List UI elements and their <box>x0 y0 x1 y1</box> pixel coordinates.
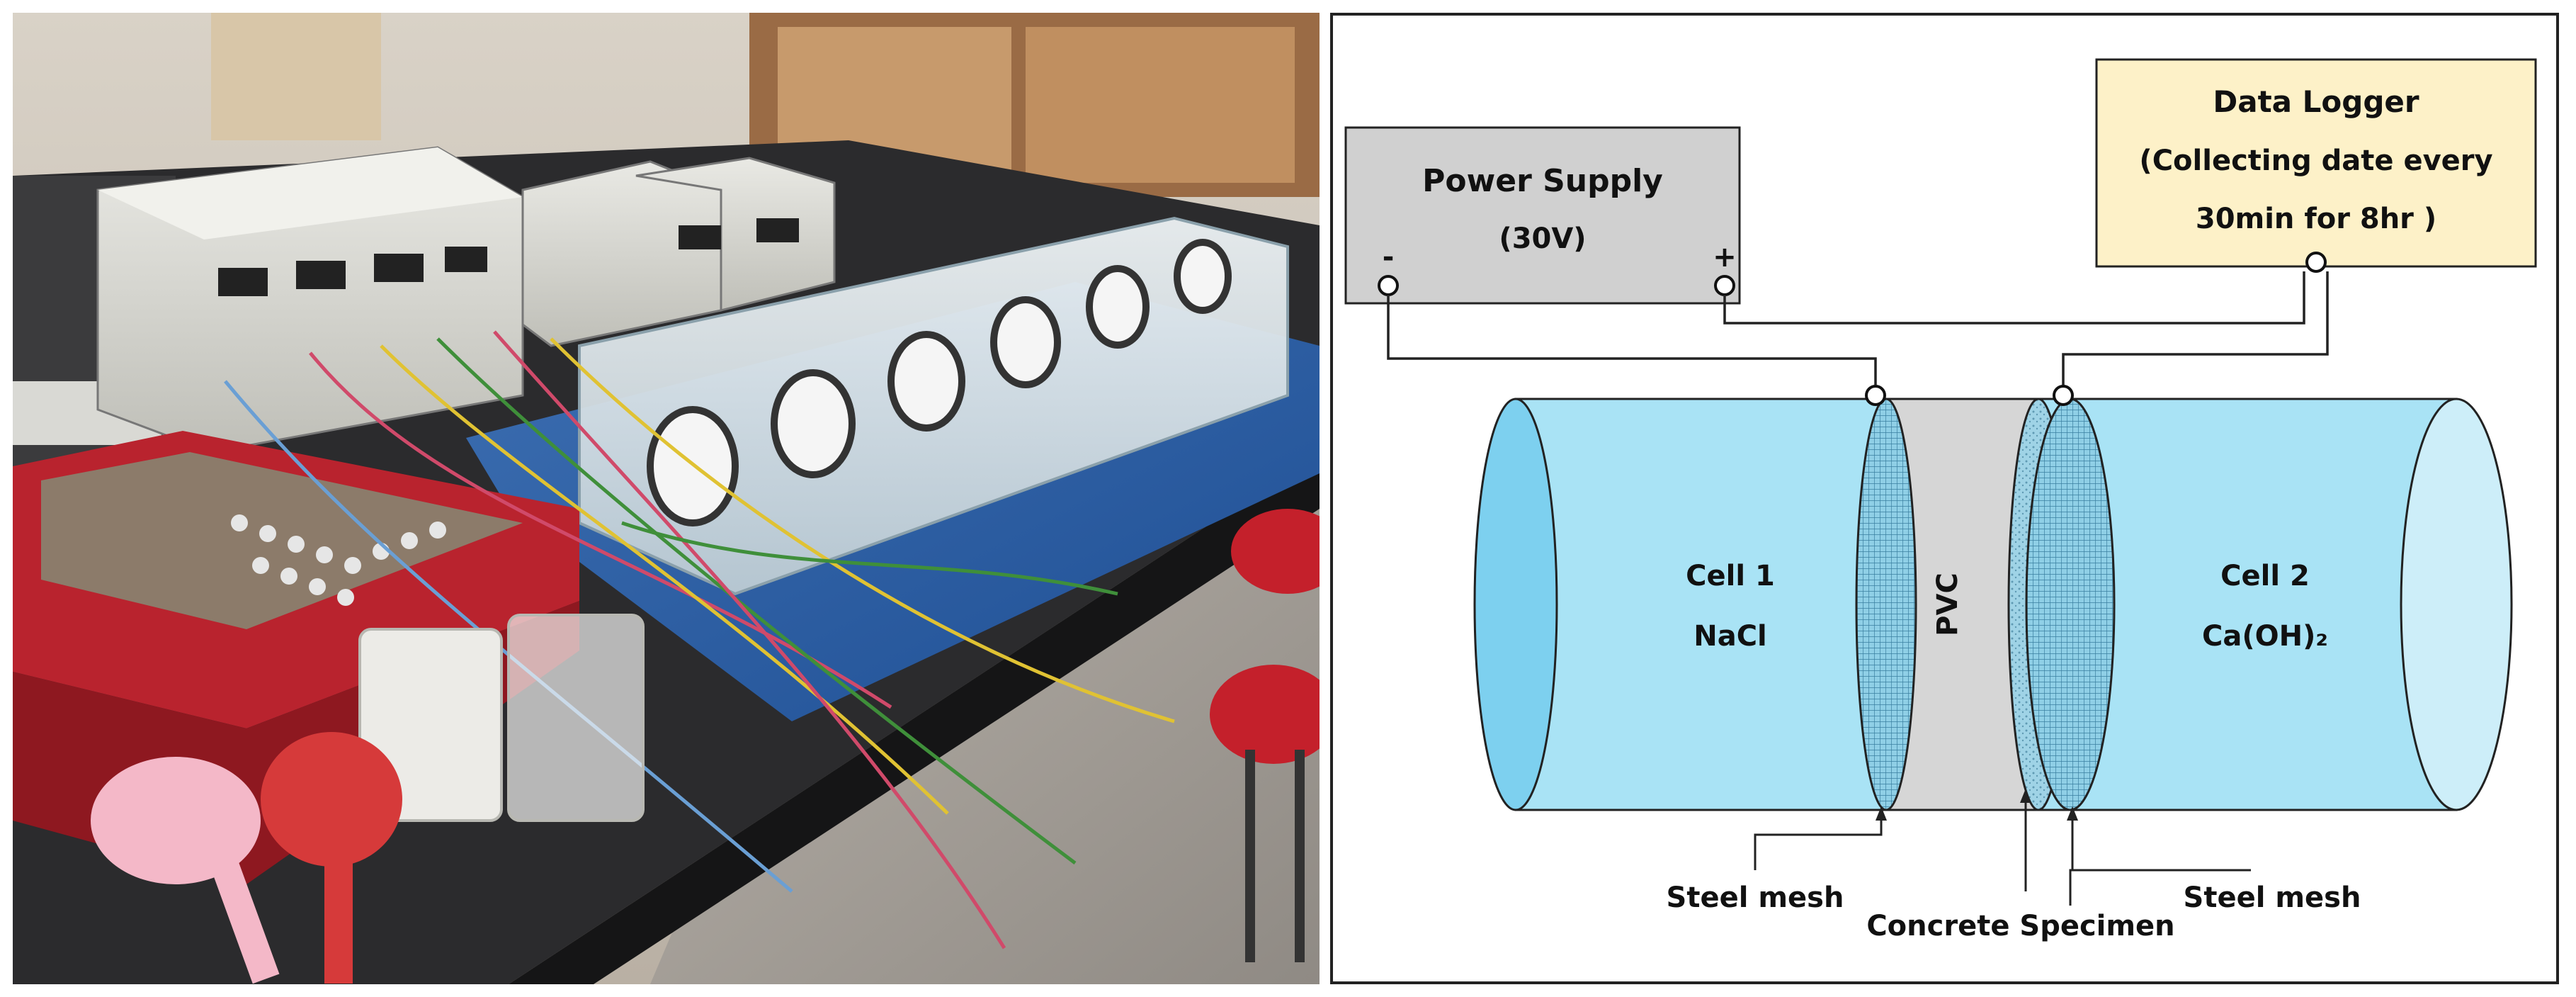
cell-1-end-cap <box>1473 398 1558 811</box>
display <box>756 218 799 242</box>
cabinet-panel <box>1026 27 1295 183</box>
lab-setup-photo <box>13 13 1320 984</box>
power-supply-voltage: (30V) <box>1499 223 1586 255</box>
concrete-specimen-label: Concrete Specimen <box>1866 910 2174 942</box>
lab-setup-photo-svg <box>13 13 1320 984</box>
wiring <box>1387 271 2329 390</box>
cardboard-box <box>211 13 381 140</box>
steel-mesh-right <box>2025 398 2116 811</box>
data-logger-box <box>2095 58 2537 268</box>
display <box>374 254 424 282</box>
terminal-panel <box>41 452 523 629</box>
rcpt-schematic-svg: Power Supply (30V) - + Data Logger (Coll… <box>1330 13 2559 984</box>
negative-terminal-label: - <box>1383 241 1395 274</box>
bench-edge <box>509 452 1320 984</box>
cell-1-electrode-node <box>1865 385 1886 406</box>
display <box>296 261 346 289</box>
positive-terminal-label: + <box>1713 241 1737 274</box>
red-scoop <box>261 732 402 867</box>
wire-negative <box>1387 295 1877 390</box>
display <box>679 225 721 249</box>
data-logger-line2: (Collecting date every <box>2139 145 2492 177</box>
positive-terminal <box>1714 275 1735 296</box>
cell-2-end-cap <box>2400 398 2513 811</box>
pvc-label: PVC <box>1931 573 1964 636</box>
beaker <box>507 614 645 822</box>
wire-positive <box>1723 271 2305 325</box>
cell-2-label: Cell 2 <box>2220 560 2310 592</box>
cell-2-solution: Ca(OH)₂ <box>2202 620 2328 653</box>
red-stool <box>1231 509 1320 594</box>
data-logger-line3: 30min for 8hr ) <box>2196 203 2436 235</box>
wire-logger <box>2062 271 2329 390</box>
steel-mesh-left <box>1855 398 1917 811</box>
steel-mesh-right-label: Steel mesh <box>2184 881 2361 914</box>
cell-1-body <box>1514 398 1888 811</box>
stool-leg <box>1245 750 1255 962</box>
leader-arrowheads <box>1876 789 2078 821</box>
negative-terminal <box>1378 275 1399 296</box>
power-supply-top <box>98 147 523 240</box>
scoop-handle <box>324 849 353 984</box>
display <box>218 268 268 296</box>
power-supply-box <box>1344 126 1741 305</box>
red-stool <box>1210 665 1320 764</box>
steel-mesh-left-label: Steel mesh <box>1667 881 1844 914</box>
display <box>445 247 487 272</box>
data-logger-terminal <box>2305 252 2327 273</box>
funnel-handle <box>202 834 280 984</box>
rcpt-schematic: Power Supply (30V) - + Data Logger (Coll… <box>1330 13 2559 984</box>
wires <box>224 330 1175 950</box>
stool-leg <box>1295 750 1305 962</box>
cell-1-solution: NaCl <box>1693 620 1767 653</box>
cell-1-label: Cell 1 <box>1686 560 1775 592</box>
test-cells <box>647 239 1232 526</box>
data-logger-title: Data Logger <box>2213 84 2419 119</box>
cell-2-electrode-node <box>2053 385 2074 406</box>
leader-lines <box>1754 799 2251 906</box>
power-supply-title: Power Supply <box>1422 163 1663 199</box>
power-supply-unit <box>635 157 836 312</box>
